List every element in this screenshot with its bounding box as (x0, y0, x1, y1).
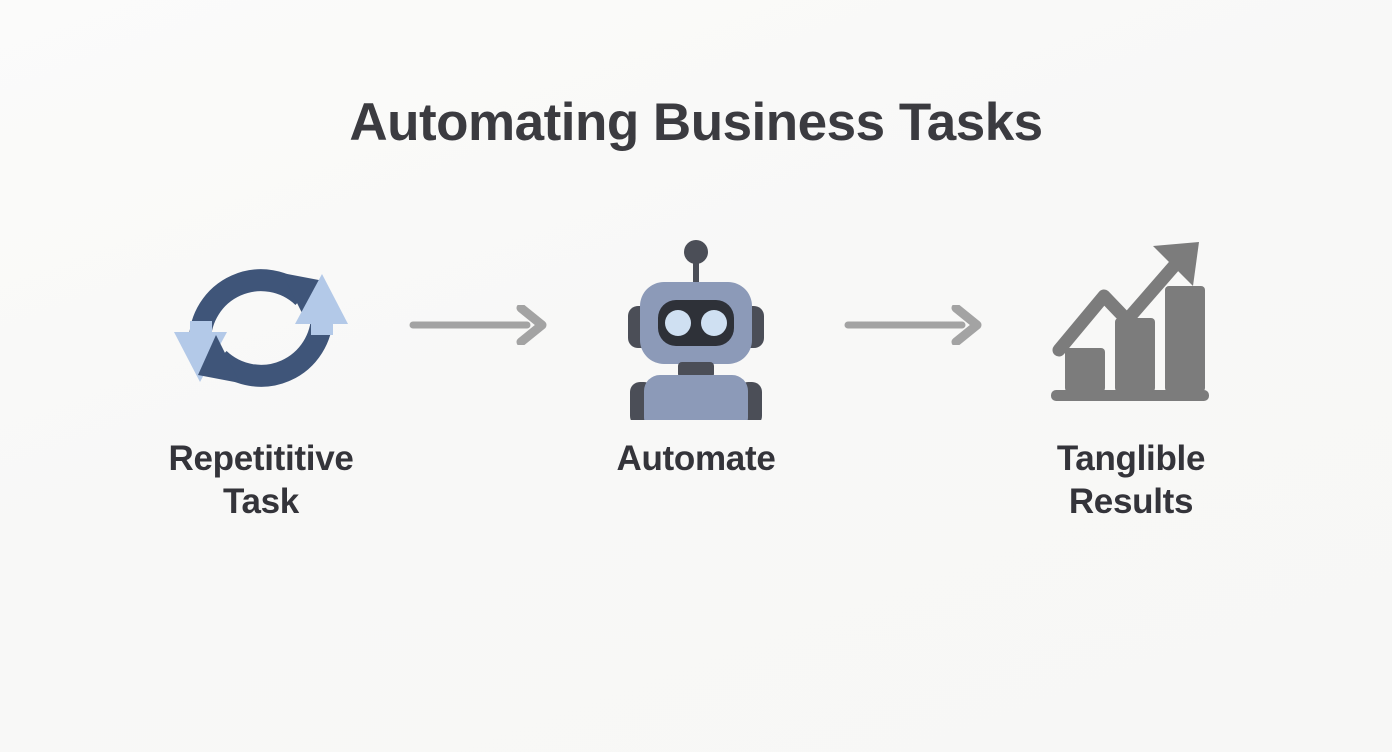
refresh-cycle-icon (174, 269, 348, 387)
flow-step-tangible-results[interactable]: Tanglible Results (986, 230, 1276, 523)
bar-chart-growth-icon (1050, 241, 1209, 401)
flow-connector-2 (841, 230, 986, 420)
process-flow: Repetititive Task (0, 230, 1392, 523)
flow-step-label-repetitive-task: Repetititive Task (168, 439, 354, 521)
flow-connector-1 (406, 230, 551, 420)
arrow-right-icon (409, 305, 546, 345)
flow-step-repetitive-task[interactable]: Repetititive Task (116, 230, 406, 523)
bar-chart-growth-icon-wrap (1049, 230, 1214, 420)
robot-icon-wrap (616, 230, 776, 420)
page-title: Automating Business Tasks (349, 93, 1043, 152)
arrow-right-icon (844, 305, 981, 345)
flow-step-label-automate: Automate (616, 439, 776, 478)
flow-step-automate[interactable]: Automate (551, 230, 841, 481)
robot-icon (628, 240, 764, 420)
flow-step-label-tangible-results: Tanglible Results (1056, 439, 1206, 521)
refresh-cycle-icon-wrap (166, 230, 356, 420)
